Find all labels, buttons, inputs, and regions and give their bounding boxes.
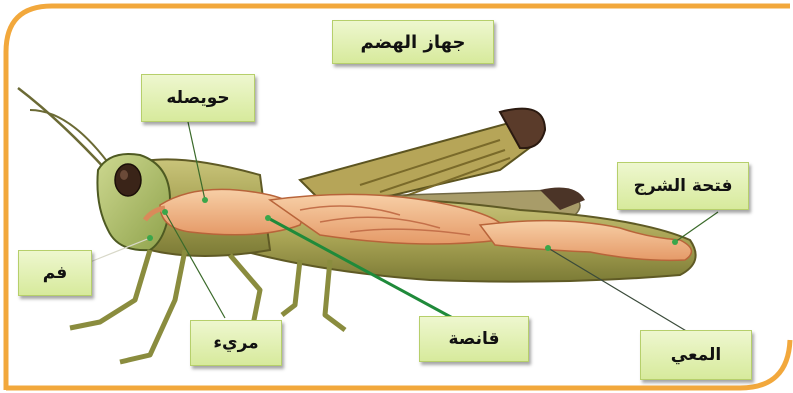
antenna [18,88,108,172]
antenna-2 [30,110,112,168]
label-anus: فتحة الشرج [617,162,749,210]
label-gizzard: قانصة [419,316,529,362]
crop-sac-shape [160,189,302,234]
label-esophagus: مريء [190,320,282,366]
label-crop-sac: حويصله [141,74,255,122]
diagram-title: جهاز الهضم [332,20,494,64]
leader-anus [675,212,718,242]
label-mouth: فم [18,250,92,296]
hind-leg-tibia [282,260,300,315]
label-intestine: المعي [640,330,752,380]
compound-eye [115,164,141,196]
